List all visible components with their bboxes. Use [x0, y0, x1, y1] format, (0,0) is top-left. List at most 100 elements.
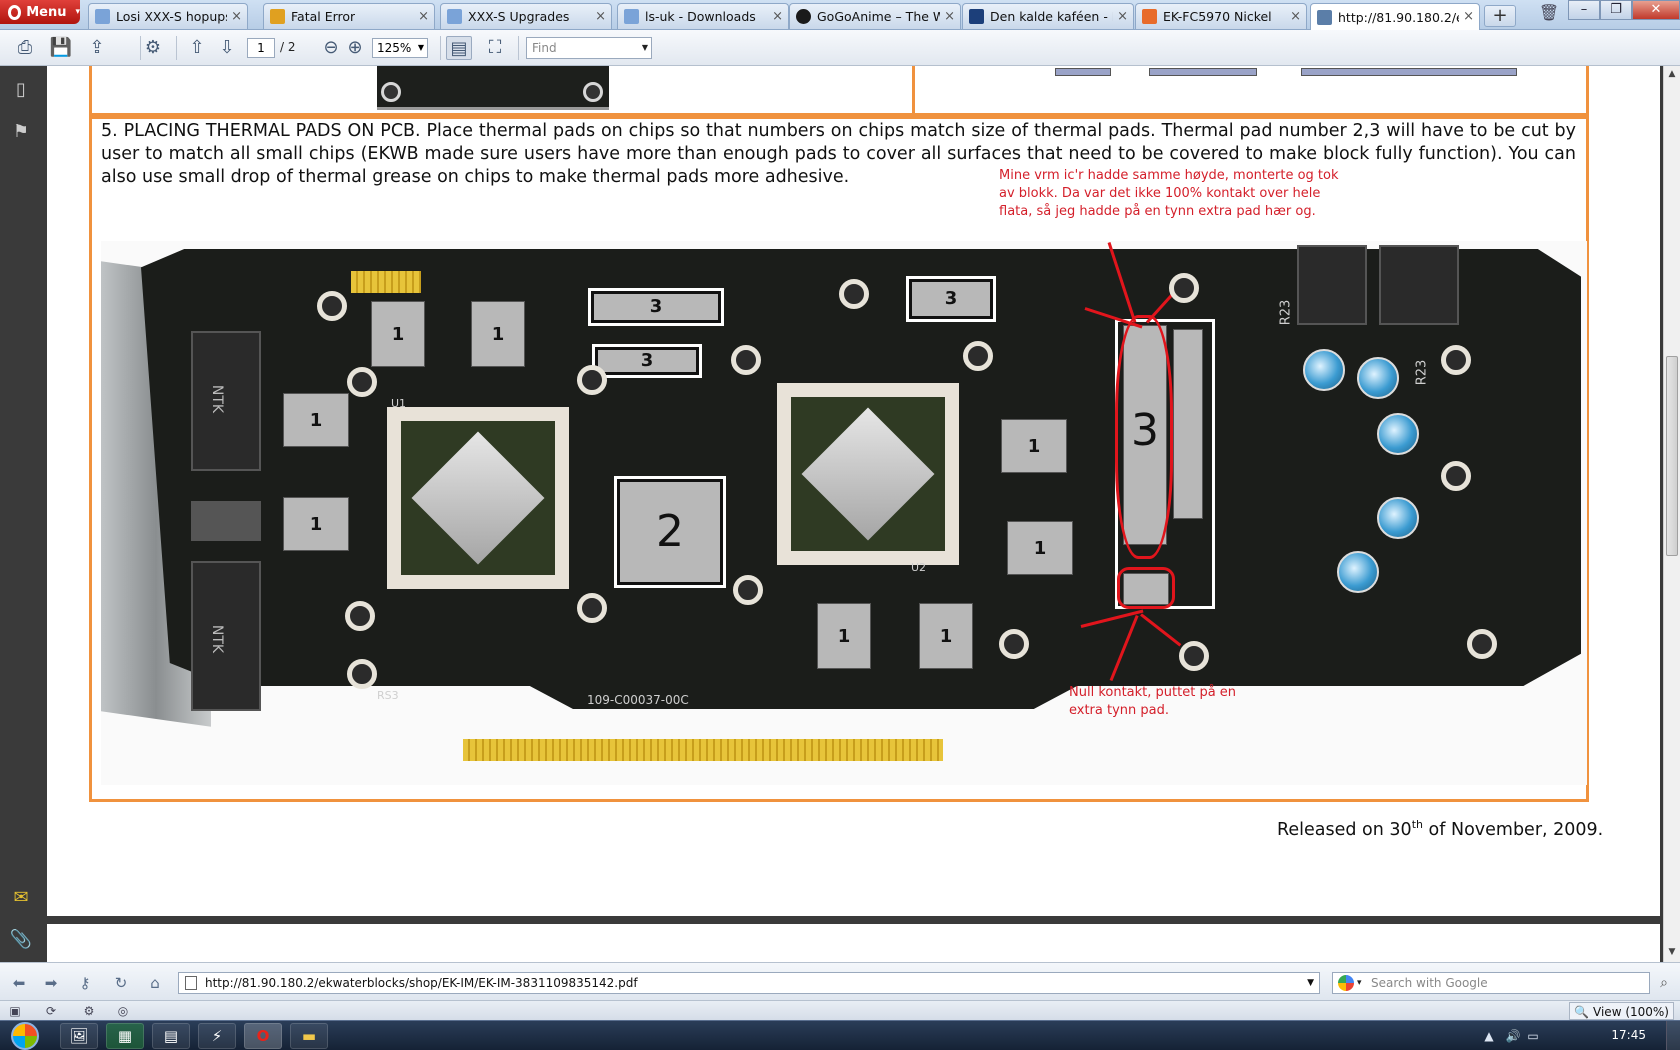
tab-ek-fc5970-nickel[interactable]: EK-FC5970 Nickel × — [1135, 3, 1307, 29]
taskbar-clock[interactable]: 17:45 — [1611, 1028, 1646, 1042]
fit-width-icon[interactable]: ▤ — [446, 36, 472, 60]
home-icon[interactable]: ⌂ — [150, 974, 160, 992]
tab-close-icon[interactable]: × — [1117, 9, 1128, 24]
google-icon — [1338, 975, 1354, 991]
url-input[interactable]: http://81.90.180.2/ekwaterblocks/shop/EK… — [178, 972, 1320, 994]
gpu-core-right — [777, 383, 959, 565]
connector-label: NTK — [209, 384, 226, 414]
attachments-icon[interactable]: 📎 — [9, 929, 33, 950]
zoom-select[interactable]: 125% ▼ — [372, 38, 428, 58]
new-tab-button[interactable]: + — [1484, 5, 1516, 27]
zoom-in-icon[interactable]: ⊕ — [347, 37, 363, 58]
zoom-out-icon[interactable]: ⊖ — [323, 37, 339, 58]
chevron-down-icon: ▾ — [75, 7, 80, 17]
mounting-hole — [733, 575, 763, 605]
tab-close-icon[interactable]: × — [418, 9, 429, 24]
print-icon[interactable]: ⎙ — [17, 37, 33, 58]
view-zoom-button[interactable]: 🔍 View (100%) — [1569, 1002, 1674, 1020]
taskbar-explorer-icon[interactable]: 🖼 — [60, 1023, 98, 1049]
warning-favicon-icon — [270, 9, 285, 24]
previous-section-divider — [912, 66, 915, 116]
thermal-pad-2: 2 — [614, 476, 726, 588]
tab-pdf-document[interactable]: http://81.90.180.2/ek... × — [1310, 3, 1480, 30]
trash-icon[interactable]: 🗑 — [1538, 3, 1560, 22]
sync-icon[interactable]: ⟳ — [45, 1004, 57, 1018]
minimize-button[interactable]: – — [1568, 0, 1600, 20]
taskbar-folder-icon[interactable]: ▬ — [290, 1023, 328, 1049]
release-ordinal: th — [1411, 818, 1423, 831]
tab-den-kalde-kafeen[interactable]: Den kalde kaféen - Fo... × — [962, 3, 1134, 29]
save-icon[interactable]: 💾 — [49, 37, 73, 58]
bookmarks-icon[interactable]: ⚑ — [12, 121, 30, 142]
restore-button[interactable]: ❐ — [1600, 0, 1632, 20]
tray-expand-icon[interactable]: ▲ — [1484, 1029, 1494, 1043]
mounting-hole — [1179, 641, 1209, 671]
taskbar-calendar-icon[interactable]: ▤ — [152, 1023, 190, 1049]
reload-icon[interactable]: ↻ — [114, 974, 128, 992]
previous-page-icon[interactable]: ⇧ — [189, 37, 205, 58]
capacitor — [1377, 413, 1419, 455]
find-input[interactable]: Find ▼ — [526, 37, 652, 59]
vertical-scrollbar[interactable]: ▲ ▼ — [1663, 66, 1680, 962]
chevron-down-icon: ▼ — [417, 43, 424, 52]
forward-icon[interactable]: ➡ — [44, 974, 58, 992]
chevron-down-icon[interactable]: ▼ — [1307, 978, 1314, 988]
start-button[interactable] — [4, 1021, 48, 1050]
network-icon[interactable]: ▭ — [1527, 1029, 1539, 1043]
close-window-button[interactable]: ✕ — [1632, 0, 1680, 20]
fit-page-icon[interactable]: ⛶ — [488, 37, 502, 58]
mounting-hole — [381, 82, 401, 102]
tab-xxx-s-upgrades[interactable]: XXX-S Upgrades × — [440, 3, 612, 29]
crossfire-connector — [351, 271, 421, 293]
mounting-hole — [347, 659, 377, 689]
tab-close-icon[interactable]: × — [1290, 9, 1301, 24]
tab-close-icon[interactable]: × — [772, 9, 783, 24]
turbo-icon[interactable]: ◎ — [117, 1004, 129, 1018]
tab-gogoanime[interactable]: GoGoAnime – The W... × — [789, 3, 961, 29]
dvi-port — [191, 331, 261, 471]
search-icon[interactable]: ⌕ — [1660, 975, 1668, 991]
page-number-input[interactable]: 1 — [247, 38, 275, 58]
pcie-gold-fingers — [463, 739, 943, 761]
pdf-page-1: 5. PLACING THERMAL PADS ON PCB. Place th… — [47, 66, 1660, 916]
mounting-hole — [345, 601, 375, 631]
chevron-down-icon: ▼ — [641, 43, 648, 52]
next-page-icon[interactable]: ⇩ — [219, 37, 235, 58]
pdf-document-area[interactable]: 5. PLACING THERMAL PADS ON PCB. Place th… — [44, 66, 1663, 962]
tab-close-icon[interactable]: × — [231, 9, 242, 24]
taskbar-opera-icon[interactable]: O — [244, 1023, 282, 1049]
chevron-down-icon[interactable]: ▾ — [1357, 978, 1362, 988]
menu-label: Menu — [26, 4, 67, 20]
thermal-pad-1: 1 — [817, 603, 871, 669]
share-icon[interactable]: ⇪ — [89, 37, 105, 58]
gpu-core-left — [387, 407, 569, 589]
tab-close-icon[interactable]: × — [944, 9, 955, 24]
taskbar-tool-icon[interactable]: ⚡ — [198, 1023, 236, 1049]
opera-menu-button[interactable]: Menu ▾ — [0, 0, 80, 24]
taskbar-app-green-icon[interactable]: ▦ — [106, 1023, 144, 1049]
tab-ls-uk-downloads[interactable]: ls-uk - Downloads × — [617, 3, 789, 29]
scroll-down-icon[interactable]: ▼ — [1668, 947, 1676, 957]
panel-toggle-icon[interactable]: ▣ — [9, 1004, 21, 1018]
forum-favicon-icon — [969, 9, 984, 24]
volume-icon[interactable]: 🔊 — [1505, 1029, 1521, 1043]
scrollbar-thumb[interactable] — [1666, 356, 1678, 556]
unite-icon[interactable]: ⚙ — [83, 1004, 95, 1018]
tab-losi-xxx-s-hopups[interactable]: Losi XXX-S hopups × — [88, 3, 248, 29]
power-connector — [1379, 245, 1459, 325]
comments-icon[interactable]: ⚙ — [144, 37, 162, 58]
search-input[interactable]: ▾ Search with Google — [1332, 972, 1650, 994]
back-icon[interactable]: ⬅ — [12, 974, 26, 992]
system-tray: ▲ 🔊 ▭ 17:45 — [1480, 1021, 1680, 1050]
tab-fatal-error[interactable]: Fatal Error × — [263, 3, 435, 29]
tab-close-icon[interactable]: × — [1463, 9, 1474, 24]
address-bar: ⬅ ➡ ⚷ ↻ ⌂ http://81.90.180.2/ekwaterbloc… — [0, 962, 1680, 1000]
comments-panel-icon[interactable]: ✉ — [13, 887, 29, 908]
key-icon[interactable]: ⚷ — [79, 974, 91, 992]
pages-icon[interactable]: ▯ — [16, 79, 26, 100]
show-desktop-button[interactable] — [1666, 1021, 1680, 1050]
scroll-up-icon[interactable]: ▲ — [1668, 69, 1676, 79]
ek-favicon-icon — [1142, 9, 1157, 24]
tab-close-icon[interactable]: × — [595, 9, 606, 24]
annotation-vrm-note: Mine vrm ic'r hadde samme høyde, montert… — [999, 168, 1339, 219]
